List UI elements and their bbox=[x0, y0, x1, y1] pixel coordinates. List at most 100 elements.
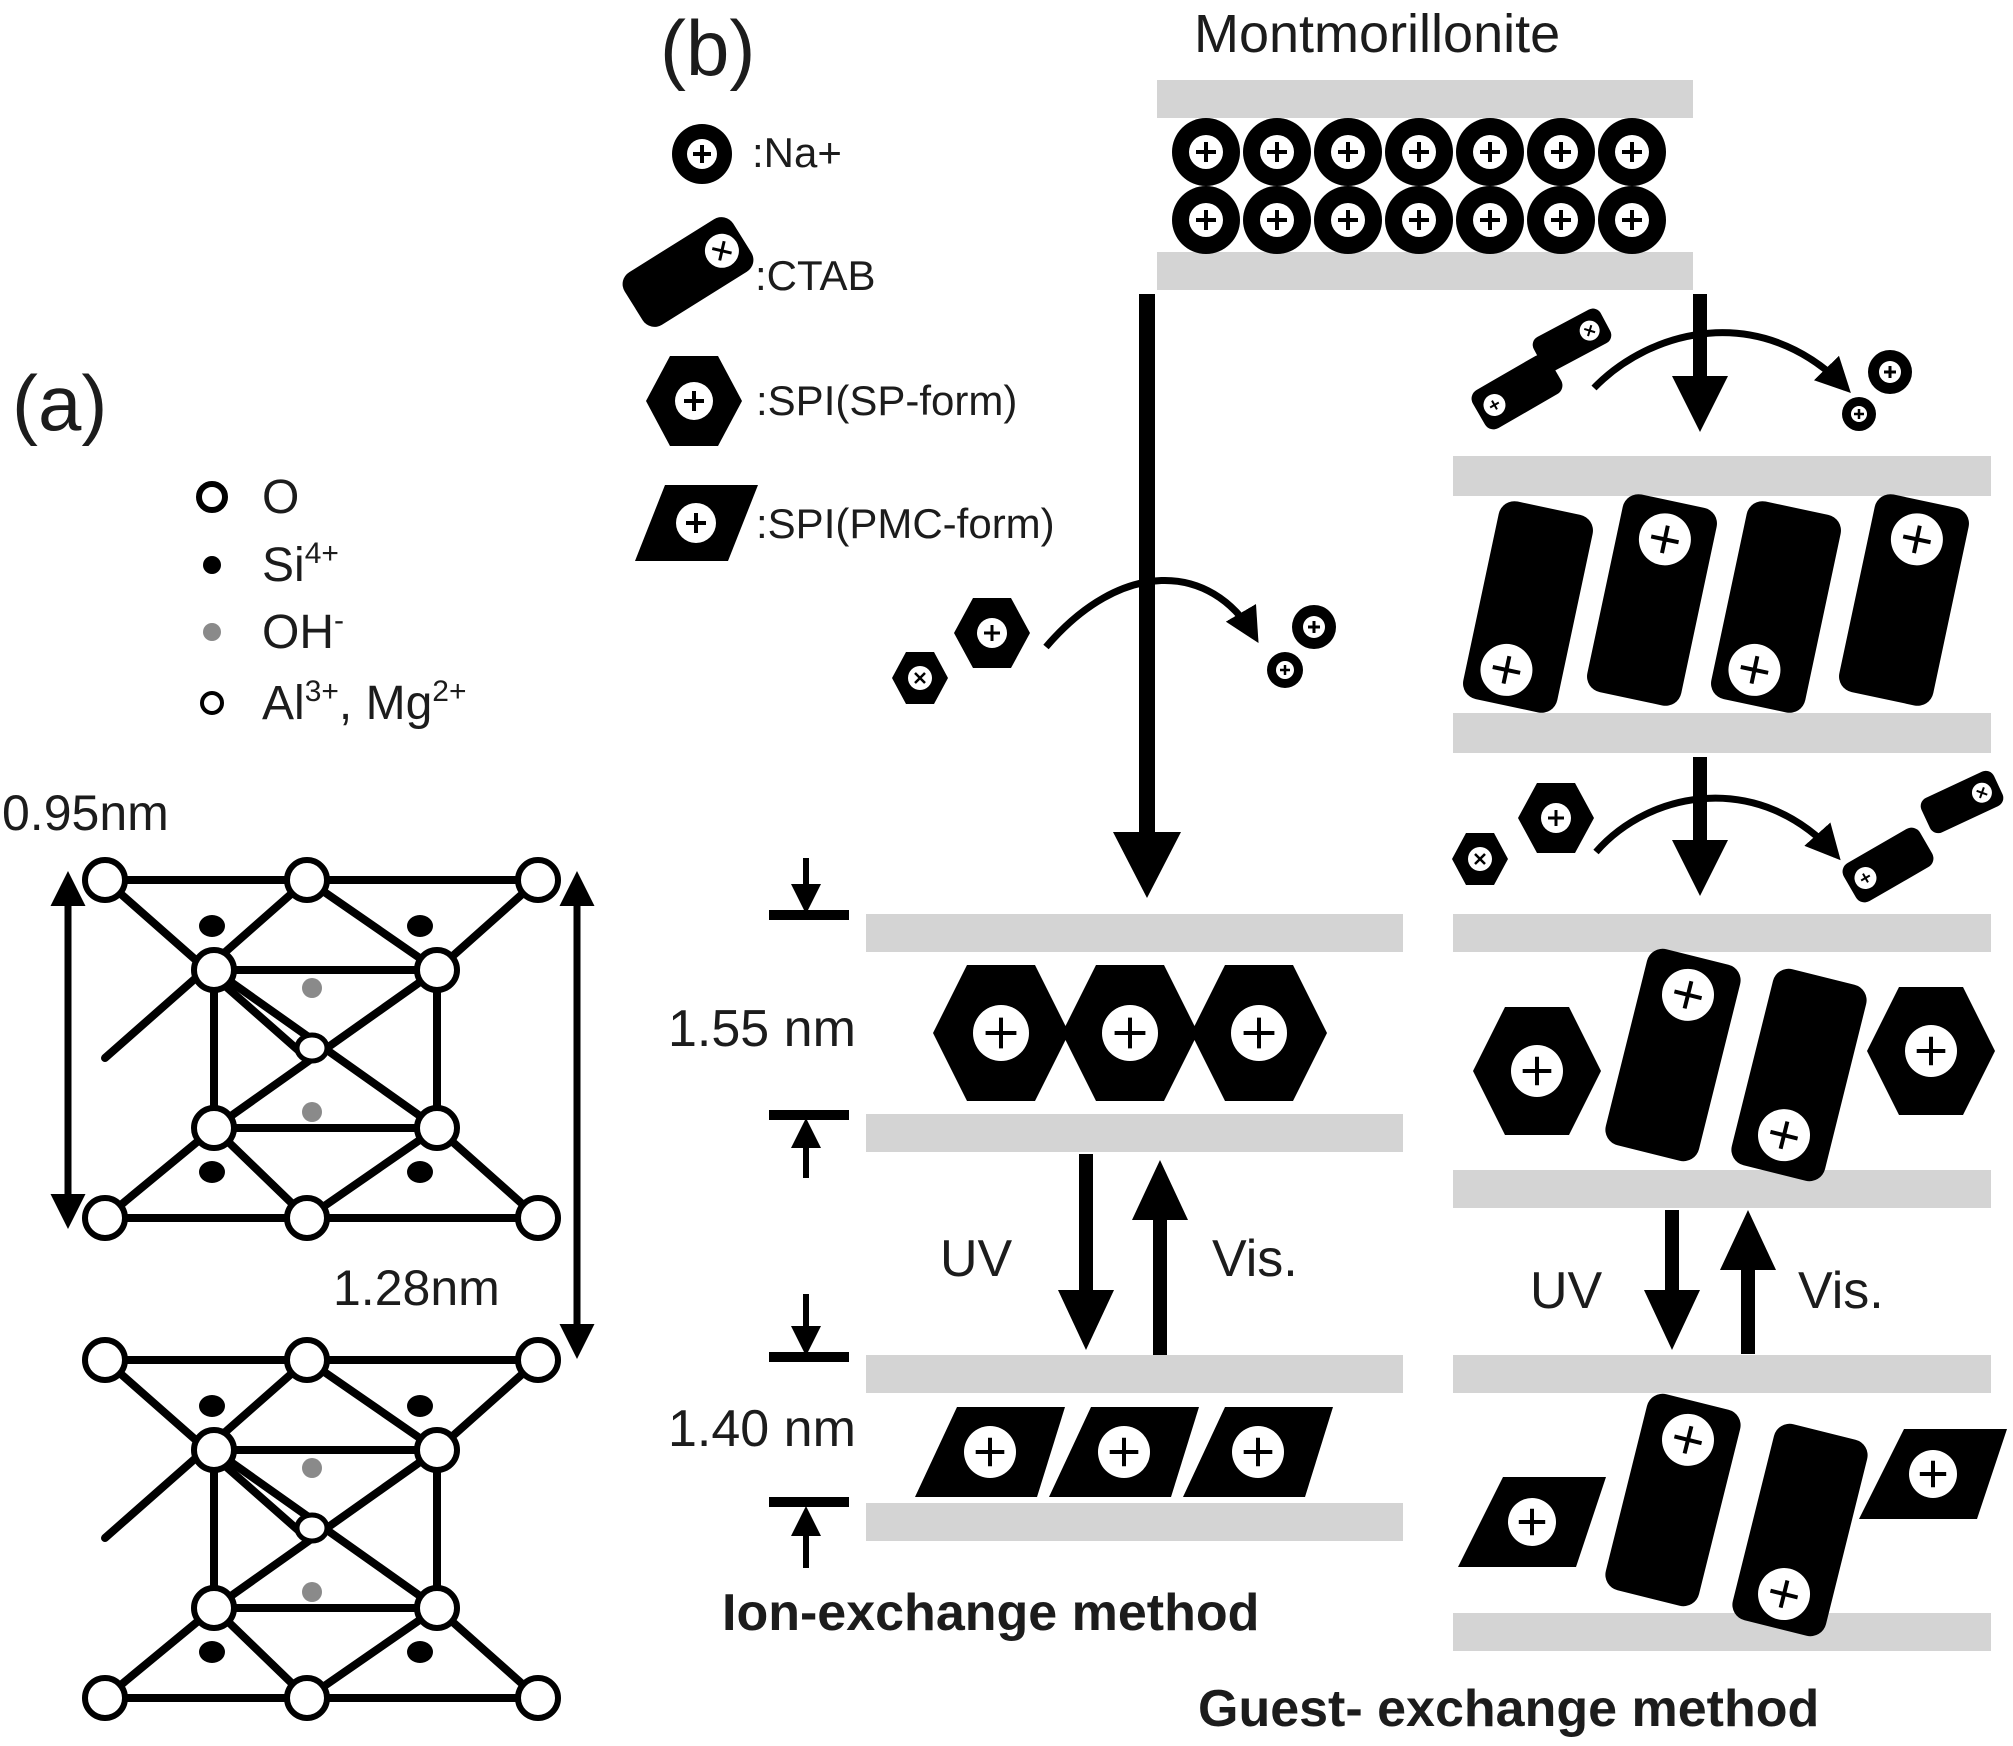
clay-sheet-ctab-upper bbox=[1453, 456, 1991, 496]
legend-silicon-label: Si4+ bbox=[262, 537, 339, 592]
oxygen-atom bbox=[284, 857, 330, 903]
oxygen-atom bbox=[284, 1337, 330, 1383]
legend-magnesium-sup: 2+ bbox=[432, 675, 466, 708]
vis-label-ion: Vis. bbox=[1212, 1230, 1298, 1288]
aluminum-atom bbox=[294, 1512, 330, 1544]
dim-spacing-label: 1.28nm bbox=[333, 1260, 500, 1316]
clay-sheet-sp-upper bbox=[866, 914, 1403, 952]
guest-reaction-arrow-1 bbox=[1591, 329, 1851, 394]
ctab-molecule bbox=[1605, 1393, 1741, 1607]
clay-sheet-top-lower bbox=[1157, 252, 1693, 290]
vis-arrowhead-guest bbox=[1720, 1210, 1776, 1270]
uv-arrowhead-ion bbox=[1058, 1290, 1114, 1350]
ion-exchange-reaction-arrow bbox=[1043, 577, 1259, 650]
oxygen-atom bbox=[284, 1675, 330, 1721]
legend-hydroxide-label: OH- bbox=[262, 604, 344, 659]
spi-sp-form bbox=[1867, 987, 1995, 1115]
na-ion bbox=[1456, 118, 1524, 186]
ctab-spi-sp-mixed-row bbox=[1473, 948, 1995, 1182]
silicon-atom bbox=[199, 1395, 225, 1417]
spi-sp-form bbox=[1062, 965, 1198, 1101]
clay-sheet-pmc-upper bbox=[866, 1355, 1403, 1393]
oxygen-atom bbox=[515, 1675, 561, 1721]
legend-aluminum-text: Al bbox=[262, 677, 305, 730]
oxygen-atom bbox=[191, 1585, 237, 1631]
oxygen-atom bbox=[82, 1195, 128, 1241]
legend-silicon-text: Si bbox=[262, 539, 305, 592]
silicon-atom bbox=[407, 1395, 433, 1417]
silicon-atom bbox=[199, 1641, 225, 1663]
hydroxide-atom bbox=[302, 1582, 322, 1602]
oxygen-atom bbox=[191, 1427, 237, 1473]
spi-sp-form bbox=[1473, 1007, 1601, 1135]
clay-layer-structure-top bbox=[82, 857, 561, 1241]
guest-arrowhead-1 bbox=[1672, 376, 1728, 432]
silicon-legend-icon bbox=[203, 556, 221, 574]
clay-sheet-top-upper bbox=[1157, 80, 1693, 118]
legend-spi-sp-label: :SPI(SP-form) bbox=[756, 377, 1017, 424]
ctab-intercalated-row bbox=[1463, 494, 1969, 713]
hydroxide-atom bbox=[302, 978, 322, 998]
legend-oxygen-label: O bbox=[262, 471, 299, 524]
montmorillonite-title: Montmorillonite bbox=[1194, 4, 1560, 64]
vis-label-guest: Vis. bbox=[1798, 1262, 1884, 1320]
hydroxide-legend-icon bbox=[203, 623, 221, 641]
oxygen-atom bbox=[191, 947, 237, 993]
ctab-molecule bbox=[1731, 968, 1867, 1182]
ctab-molecule bbox=[1711, 501, 1841, 713]
clay-sheet-ctab-lower bbox=[1453, 713, 1991, 753]
clay-sheet-mixed-pmc-upper bbox=[1453, 1355, 1991, 1393]
oxygen-legend-icon bbox=[196, 481, 228, 513]
panel-b-legend: :Na+ :CTAB :SPI(SP-form) :SPI(PMC-form) bbox=[622, 124, 1055, 561]
clay-sheet-mixed-sp-lower bbox=[1453, 1170, 1991, 1208]
hydroxide-atom bbox=[302, 1458, 322, 1478]
spi-pmc-form-row bbox=[915, 1407, 1333, 1497]
legend-magnesium-text: , Mg bbox=[339, 677, 432, 730]
oxygen-atom bbox=[515, 857, 561, 903]
ctab-spi-pmc-mixed-row bbox=[1458, 1393, 2007, 1637]
oxygen-atom bbox=[191, 1105, 237, 1151]
silicon-atom bbox=[199, 915, 225, 937]
guest-exchange-method-label: Guest- exchange method bbox=[1198, 1680, 1819, 1738]
spi-sp-form-legend-icon bbox=[646, 356, 742, 446]
oxygen-atom bbox=[515, 1337, 561, 1383]
panel-a-legend: O Si4+ OH- Al3+, Mg2+ bbox=[196, 471, 466, 730]
oxygen-atom bbox=[515, 1195, 561, 1241]
na-ion bbox=[1314, 118, 1382, 186]
clay-sheet-mixed-pmc-lower bbox=[1453, 1613, 1991, 1651]
clay-layer-structure-bottom bbox=[82, 1337, 561, 1721]
oxygen-atom bbox=[82, 857, 128, 903]
spi-small-incoming-right bbox=[1452, 783, 1594, 885]
legend-aluminum-label: Al3+, Mg2+ bbox=[262, 675, 466, 730]
spi-pmc-form bbox=[1049, 1407, 1199, 1497]
na-ion bbox=[1172, 186, 1240, 254]
spi-pmc-form bbox=[915, 1407, 1065, 1497]
na-ion bbox=[1172, 118, 1240, 186]
silicon-atom bbox=[407, 915, 433, 937]
oxygen-atom bbox=[414, 947, 460, 993]
spi-sp-form bbox=[1191, 965, 1327, 1101]
dim-layer-label: 0.95nm bbox=[2, 785, 169, 841]
dim-1-55-marker bbox=[769, 858, 849, 1178]
legend-spi-pmc-label: :SPI(PMC-form) bbox=[756, 500, 1055, 547]
clay-sheet-pmc-lower bbox=[866, 1503, 1403, 1541]
ctab-molecule bbox=[1839, 494, 1969, 706]
panel-b-label: (b) bbox=[660, 4, 755, 92]
silicon-atom bbox=[407, 1641, 433, 1663]
na-ion bbox=[1243, 118, 1311, 186]
oxygen-atom bbox=[82, 1675, 128, 1721]
ion-exchange-main-arrowhead bbox=[1113, 832, 1181, 898]
na-ion bbox=[1527, 118, 1595, 186]
na-released-left bbox=[1267, 605, 1336, 688]
silicon-atom bbox=[199, 1161, 225, 1183]
na-ion-legend-icon bbox=[672, 124, 732, 184]
ctab-legend-icon bbox=[622, 217, 754, 327]
legend-na-label: :Na+ bbox=[752, 129, 842, 176]
dim-1-40-label: 1.40 nm bbox=[668, 1400, 856, 1458]
spi-pmc-form bbox=[1458, 1477, 1606, 1567]
legend-silicon-sup: 4+ bbox=[305, 537, 339, 570]
na-ion bbox=[1598, 118, 1666, 186]
silicon-atom bbox=[407, 1161, 433, 1183]
panel-a-label: (a) bbox=[12, 359, 107, 447]
